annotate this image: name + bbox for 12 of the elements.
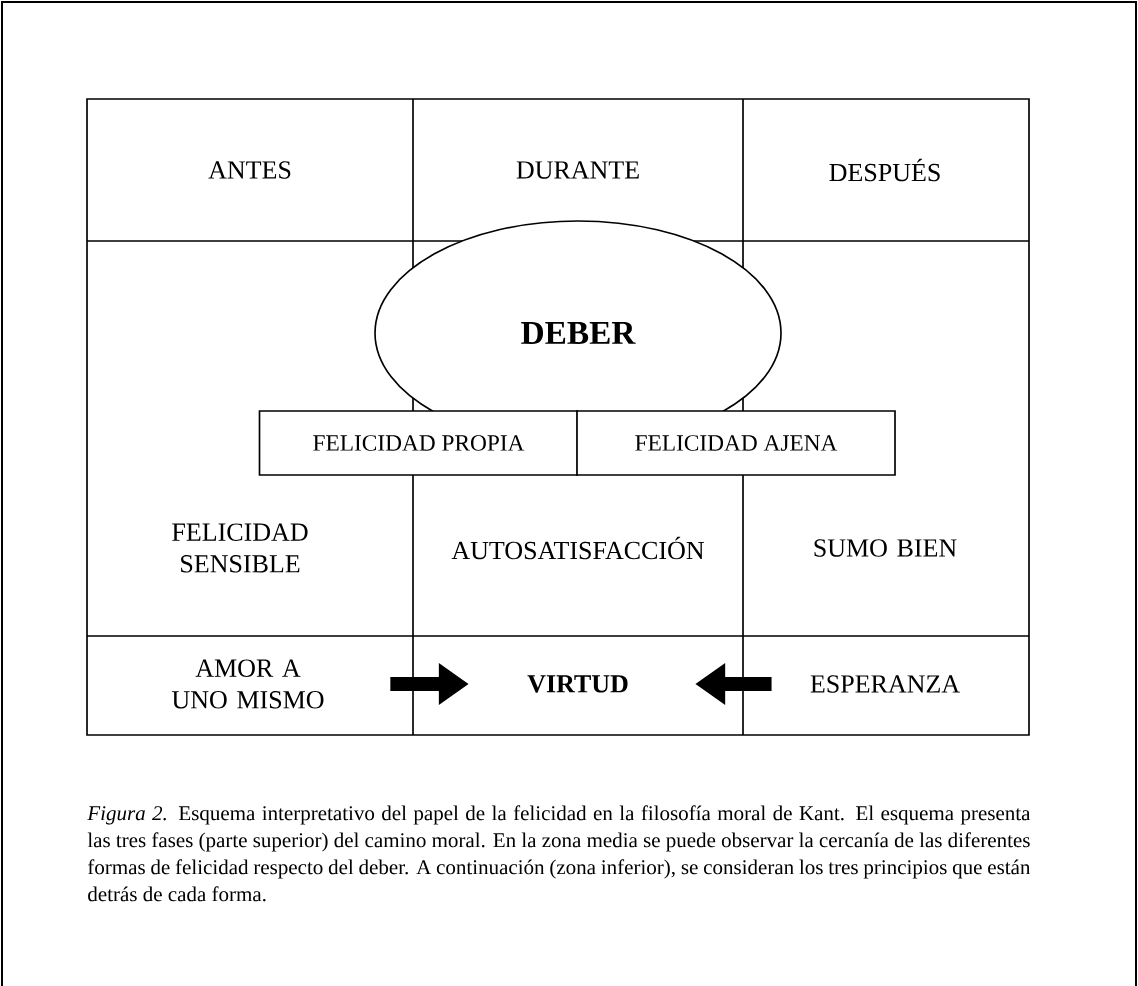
label-box: FELICIDAD AJENA <box>576 410 896 476</box>
column-heading: DESPUÉS <box>829 158 940 182</box>
cell-text: VIRTUD <box>527 675 628 693</box>
cell-text: FELICIDAD SENSIBLE <box>172 523 308 573</box>
column-heading: DURANTE <box>516 161 639 179</box>
cell-text: SUMO BIEN <box>814 539 957 557</box>
label-box: FELICIDAD PROPIA <box>258 410 579 476</box>
cell-text: AUTOSATISFACCIÓN <box>451 536 705 560</box>
caption: Figura 2. Esquema interpretativo del papel de la felicidad en la filosofía moral de Kant. El esquema presenta las tres fases (parte superior) del camino moral. En la zona media se puede observar la cercanía de las diferentes formas de felicidad respecto del deber. A continuación (zona inferior), se consideran los tres principios que están detrás de cada forma. <box>87 805 1031 902</box>
column-heading: ANTES <box>208 161 291 179</box>
cell-text: AMOR A UNO MISMO <box>172 659 324 709</box>
cell-text: ESPERANZA <box>810 675 960 693</box>
